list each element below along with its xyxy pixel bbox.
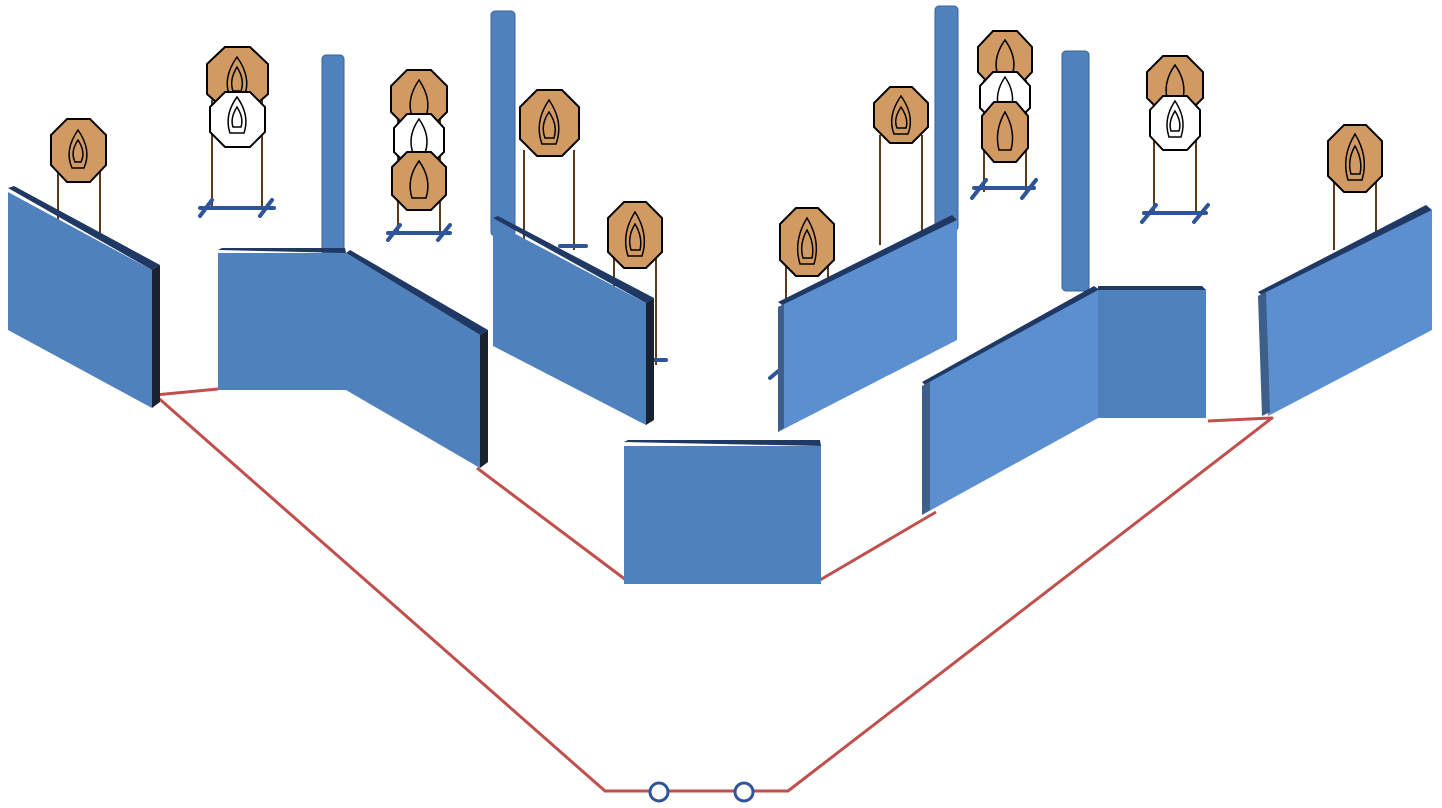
steel-paper-target-stand-3 (386, 69, 452, 242)
paper-target (209, 91, 266, 148)
barricade-1 (8, 186, 160, 408)
barricade-3 (493, 216, 654, 425)
steel-target-stand-7 (873, 86, 929, 245)
steel-target (1327, 124, 1383, 193)
steel-target (607, 201, 663, 269)
barricade-5 (778, 215, 957, 432)
steel-target (981, 101, 1029, 163)
barricade-2 (218, 248, 488, 468)
steel-target-stand-10 (1327, 124, 1383, 250)
steel-target (779, 207, 835, 277)
steel-target-stand-1 (50, 118, 107, 235)
fault-line-center-left (476, 466, 631, 585)
steel-paper-target-stand-2 (198, 46, 276, 218)
paper-target (1149, 95, 1201, 151)
start-position-1 (648, 781, 670, 803)
fault-line-left (153, 387, 1274, 793)
steel-paper-target-stand-8 (970, 30, 1038, 200)
steel-target (391, 151, 447, 211)
post-1 (321, 54, 345, 256)
fault-line-center-right (819, 510, 937, 582)
start-position-2 (733, 781, 755, 803)
steel-target (873, 86, 929, 144)
post-2 (490, 10, 516, 237)
post-3 (934, 5, 959, 232)
barricade-4 (624, 440, 821, 584)
barricade-6 (922, 286, 1206, 515)
barricade-7 (1258, 205, 1432, 416)
steel-paper-target-stand-9 (1140, 55, 1210, 224)
post-4 (1061, 50, 1090, 292)
steel-target (50, 118, 107, 183)
steel-target (519, 89, 580, 157)
